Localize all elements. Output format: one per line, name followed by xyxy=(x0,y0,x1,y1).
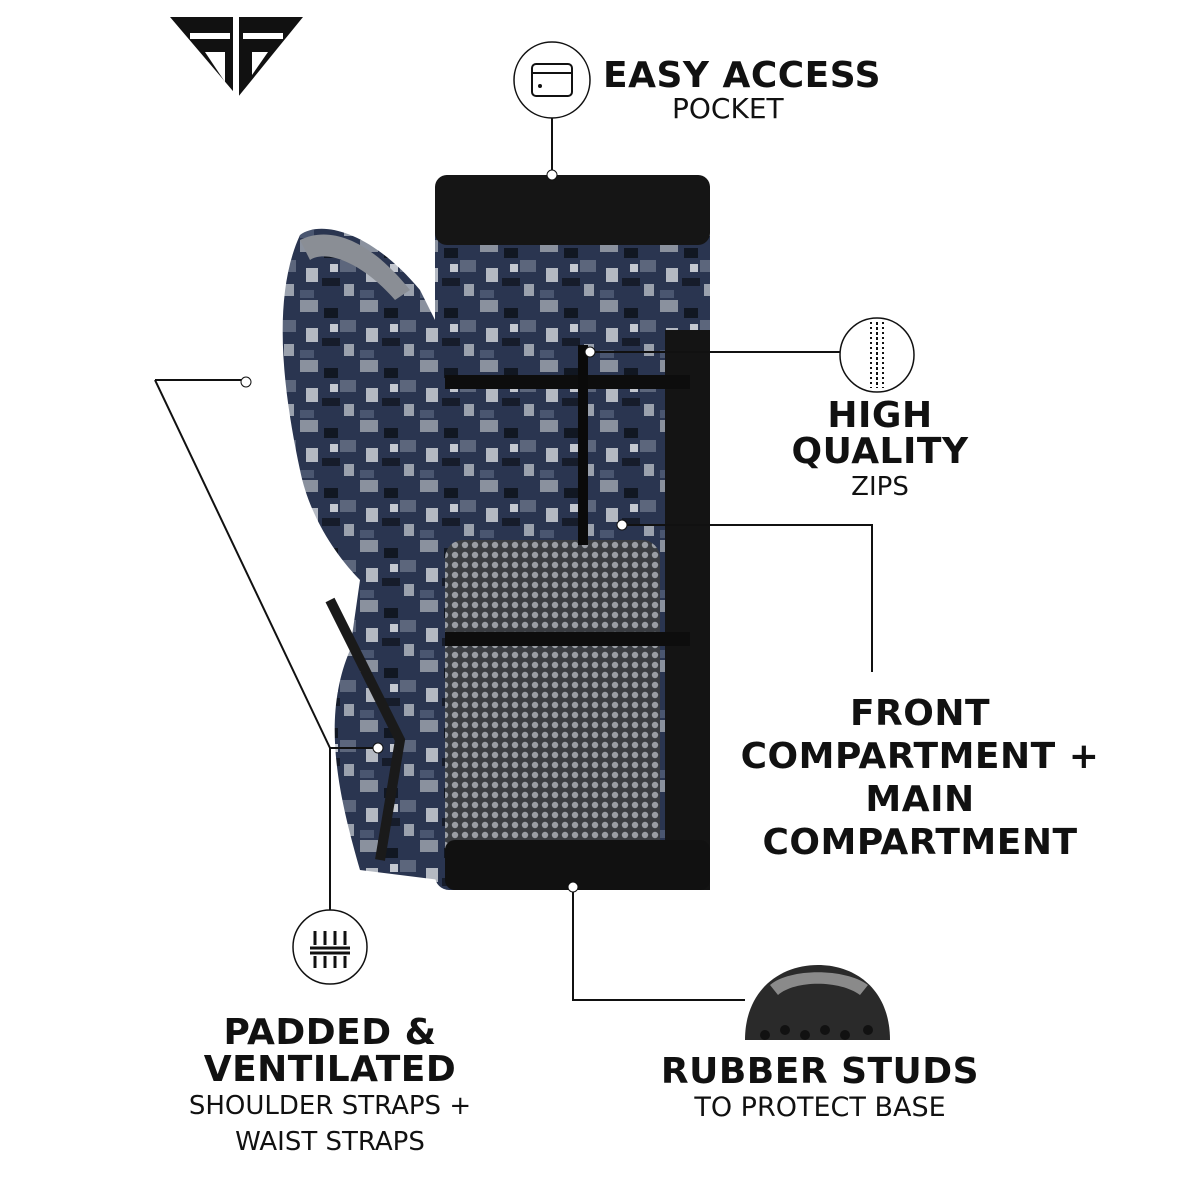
zips-label: HIGH QUALITY ZIPS xyxy=(760,398,1000,504)
brand-logo xyxy=(170,12,303,102)
studs-subtitle: TO PROTECT BASE xyxy=(694,1092,946,1123)
rubber-studs-image xyxy=(745,965,890,1040)
compartment-line-1: FRONT xyxy=(849,693,991,734)
straps-subtitle-1: SHOULDER STRAPS + xyxy=(188,1091,472,1121)
callout-lines xyxy=(154,118,873,1001)
compartment-label: FRONT COMPARTMENT + MAIN COMPARTMENT xyxy=(720,692,1120,864)
easy-access-title: EASY ACCESS xyxy=(603,55,882,96)
straps-title-2: VENTILATED xyxy=(203,1049,457,1090)
ventilation-icon xyxy=(292,909,368,985)
zips-title-1: HIGH xyxy=(827,395,933,436)
compartment-line-3: MAIN xyxy=(865,779,975,820)
zipper-icon xyxy=(839,317,915,393)
straps-subtitle-2: WAIST STRAPS xyxy=(235,1127,425,1157)
straps-label: PADDED & VENTILATED SHOULDER STRAPS + WA… xyxy=(130,1014,530,1160)
zips-title-2: QUALITY xyxy=(791,431,969,472)
easy-access-subtitle: POCKET xyxy=(672,92,784,125)
compartment-line-4: COMPARTMENT xyxy=(762,822,1078,863)
compartment-line-2: COMPARTMENT + xyxy=(740,736,1100,777)
studs-label: RUBBER STUDS TO PROTECT BASE xyxy=(640,1052,1000,1124)
backpack-image xyxy=(282,175,710,890)
callout-dots xyxy=(240,169,628,893)
pocket-icon xyxy=(513,41,591,119)
studs-title: RUBBER STUDS xyxy=(660,1051,980,1092)
straps-title-1: PADDED & xyxy=(223,1012,437,1053)
zips-subtitle: ZIPS xyxy=(851,472,909,502)
